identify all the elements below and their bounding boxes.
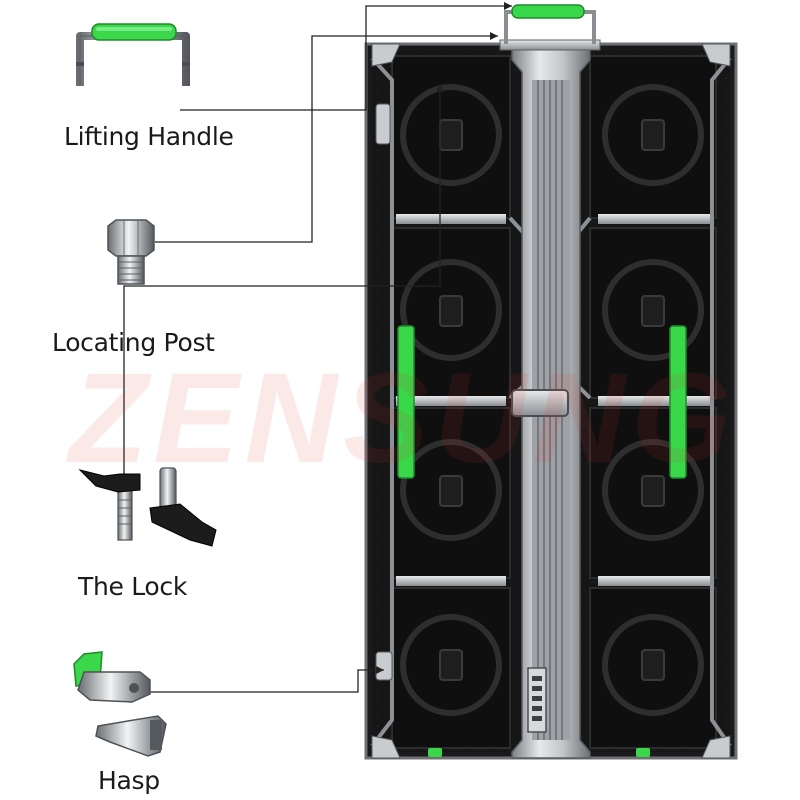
leader-arrows <box>376 2 512 674</box>
leader-line-lock <box>123 84 441 488</box>
leader-line-handle <box>180 5 512 111</box>
label-locating-post: Locating Post <box>52 328 215 357</box>
watermark-text: ZENSUNG <box>69 347 737 490</box>
cabinet-side-grips <box>397 325 687 479</box>
cabinet-top-bracket <box>499 39 601 51</box>
horizontal-cross-bars <box>396 214 712 586</box>
lock-icon <box>78 467 217 547</box>
module-hub-details <box>439 119 665 681</box>
central-spine <box>511 43 591 759</box>
module-ring-details <box>400 84 704 716</box>
locating-post-icon <box>107 219 155 285</box>
led-cabinet <box>364 4 738 760</box>
label-lifting-handle: Lifting Handle <box>64 122 234 151</box>
cabinet-lifting-handle <box>504 4 596 44</box>
leader-line-locating-post <box>155 35 498 243</box>
cabinet-bottom-tabs <box>428 748 650 757</box>
leader-line-hasp <box>150 669 384 693</box>
label-hasp: Hasp <box>98 766 160 795</box>
leader-lines <box>123 5 512 693</box>
corner-latches <box>371 43 731 759</box>
hasp-icon <box>73 651 167 757</box>
label-the-lock: The Lock <box>78 572 188 601</box>
lifting-handle-icon <box>76 23 190 86</box>
